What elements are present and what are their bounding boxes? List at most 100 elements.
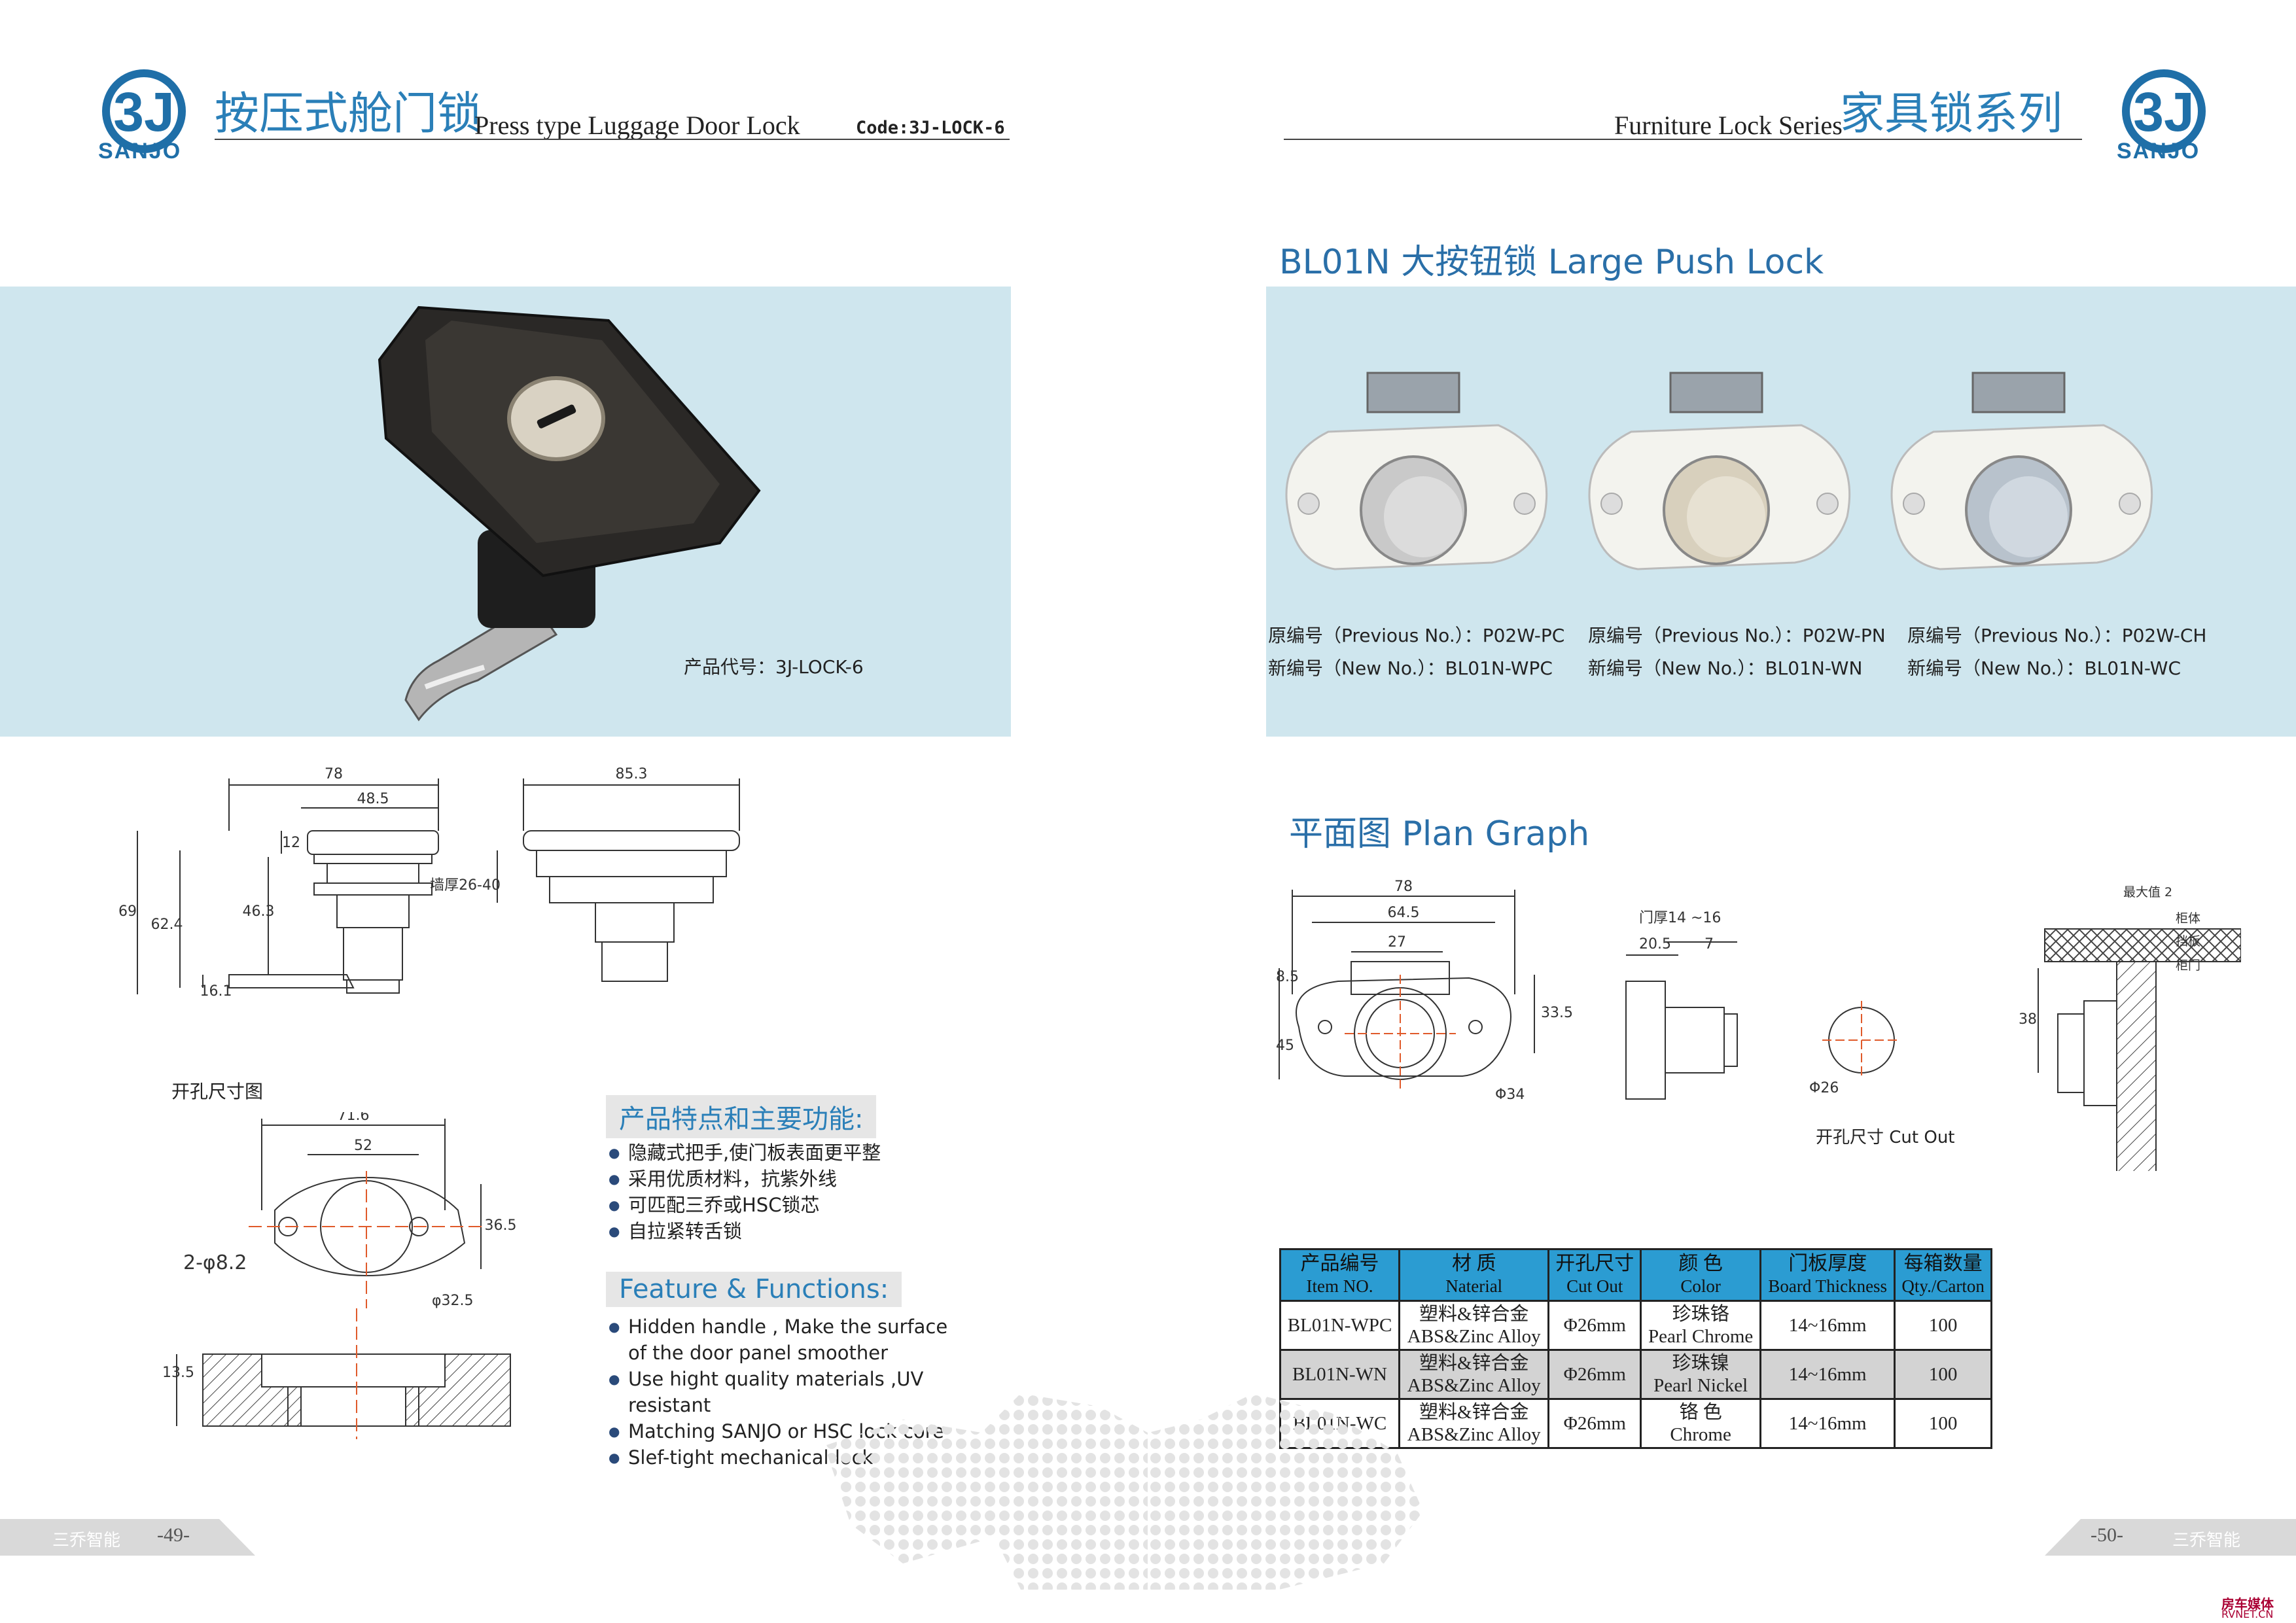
dim-wall-thickness: 墙厚26-40 <box>430 877 501 894</box>
product-caption: 产品代号：3J-LOCK-6 <box>684 656 864 678</box>
product-title: BL01N 大按钮锁 Large Push Lock <box>1279 243 1824 282</box>
footer-brand: 三乔智能 <box>2172 1531 2241 1550</box>
footer-brand: 三乔智能 <box>52 1531 121 1550</box>
lock-dimension-drawing: 78 48.5 12 46.3 62.4 69 16.1 85.3 墙厚26-4… <box>118 766 740 1000</box>
variant-new-no: 新编号（New No.）：BL01N-WPC <box>1268 657 1553 679</box>
dim-69: 69 <box>118 903 137 920</box>
plan-dim: 78 <box>1394 879 1413 895</box>
plan-dim: 45 <box>1276 1038 1294 1054</box>
product-code: Code:3J-LOCK-6 <box>856 118 1005 138</box>
dim-36-5: 36.5 <box>485 1217 517 1234</box>
variant-new-no: 新编号（New No.）：BL01N-WC <box>1907 657 2181 679</box>
footer-bar-right <box>2045 1519 2296 1556</box>
variant-prev-no: 原编号（Previous No.）：P02W-PC <box>1268 625 1565 646</box>
footer-page-number: -49- <box>157 1524 190 1546</box>
dim-85-3: 85.3 <box>616 766 648 782</box>
dim-71-6: 71.6 <box>338 1112 370 1124</box>
dim-48-5: 48.5 <box>357 791 389 807</box>
page-title-en: Press type Luggage Door Lock <box>474 111 800 140</box>
right-page: Furniture Lock Series 家具锁系列 3J SANJO BL0… <box>1148 0 2296 1623</box>
table-cell: BL01N-WPC <box>1279 1300 1401 1351</box>
table-cell: 14~16mm <box>1759 1349 1896 1400</box>
plan-dim: 27 <box>1388 934 1406 951</box>
plan-graph-title: 平面图 Plan Graph <box>1289 814 1590 854</box>
plan-dim: 挡板 <box>2176 934 2200 949</box>
watermark-cn: 房车媒体 <box>2221 1596 2274 1612</box>
plan-dim: 柜门 <box>2176 958 2200 973</box>
dim-78: 78 <box>325 766 343 782</box>
feature-en-item: Use hight quality materials ,UV resistan… <box>609 1366 962 1418</box>
decorative-dot-map-left <box>824 1393 1148 1590</box>
dim-46-3: 46.3 <box>243 903 275 920</box>
table-cell: 100 <box>1894 1349 1992 1400</box>
dim-12: 12 <box>282 835 300 851</box>
dim-phi-32-5: φ32.5 <box>432 1293 474 1309</box>
sanjo-logo-icon: 3J <box>2122 69 2206 153</box>
logo-text: SANJO <box>2117 139 2200 164</box>
watermark-en: RVNET.CN <box>2221 1608 2274 1620</box>
plan-dim: 33.5 <box>1541 1005 1573 1021</box>
plan-dim: 柜体 <box>2176 911 2200 926</box>
plan-dim: 7 <box>1704 936 1714 952</box>
footer-bar-left <box>0 1519 255 1556</box>
luggage-lock-product-image <box>378 305 761 722</box>
plan-dim: 64.5 <box>1388 905 1420 921</box>
logo-mark-text: 3J <box>2133 81 2194 143</box>
variant-card <box>1881 353 2163 598</box>
table-cell: 100 <box>1894 1398 1992 1449</box>
cutout-label: 开孔尺寸 Cut Out <box>1816 1128 1955 1147</box>
series-title-cn: 家具锁系列 <box>1840 88 2063 140</box>
logo-mark-text: 3J <box>113 81 174 143</box>
variant-prev-no: 原编号（Previous No.）：P02W-PN <box>1588 625 1886 646</box>
series-title-en: Furniture Lock Series <box>1614 111 1843 140</box>
plan-graph-drawing: 78 64.5 27 8.5 45 33.5 Φ34 门厚14 ~16 20.5… <box>1276 879 2241 1171</box>
dim-2-phi-8-2: 2-φ8.2 <box>183 1251 247 1274</box>
push-lock-image <box>1890 372 2153 570</box>
feature-cn-item: 采用优质材料，抗紫外线 <box>609 1166 949 1192</box>
variant-prev-no: 原编号（Previous No.）：P02W-CH <box>1907 625 2207 646</box>
variant-new-no: 新编号（New No.）：BL01N-WN <box>1588 657 1863 679</box>
plan-dim: Φ34 <box>1495 1087 1525 1103</box>
left-page: 3J SANJO 按压式舱门锁 Press type Luggage Door … <box>0 0 1148 1623</box>
table-cell: 100 <box>1894 1300 1992 1351</box>
feature-en-item: Hidden handle , Make the surface of the … <box>609 1314 962 1366</box>
header-rule <box>215 139 1010 140</box>
push-lock-image <box>1588 372 1851 570</box>
plan-dim: 最大值 2 <box>2123 885 2172 899</box>
features-cn-title: 产品特点和主要功能: <box>606 1095 877 1138</box>
cutout-title: 开孔尺寸图 <box>171 1081 264 1102</box>
plan-dim: 门厚14 ~16 <box>1639 910 1721 926</box>
sanjo-logo-icon: 3J <box>102 69 186 153</box>
feature-cn-item: 可匹配三乔或HSC锁芯 <box>609 1192 949 1218</box>
feature-cn-item: 隐藏式把手,使门板表面更平整 <box>609 1140 949 1166</box>
table-cell: Φ26mm <box>1547 1300 1642 1351</box>
cutout-dimension-drawing: 71.6 52 36.5 2-φ8.2 φ32.5 13.5 <box>162 1112 517 1439</box>
dim-62-4: 62.4 <box>151 916 183 933</box>
header-rule <box>1284 139 2082 140</box>
dim-52: 52 <box>354 1138 372 1154</box>
push-lock-image <box>1285 372 1548 570</box>
features-cn-list: 隐藏式把手,使门板表面更平整 采用优质材料，抗紫外线 可匹配三乔或HSC锁芯 自… <box>609 1140 949 1244</box>
variant-card <box>1276 353 1557 598</box>
variant-card <box>1579 353 1860 598</box>
table-cell: Φ26mm <box>1547 1398 1642 1449</box>
plan-dim: 20.5 <box>1639 936 1671 952</box>
footer-page-number: -50- <box>2091 1524 2123 1546</box>
dim-16-1: 16.1 <box>200 983 232 1000</box>
plan-dim: 38 <box>2019 1011 2037 1028</box>
